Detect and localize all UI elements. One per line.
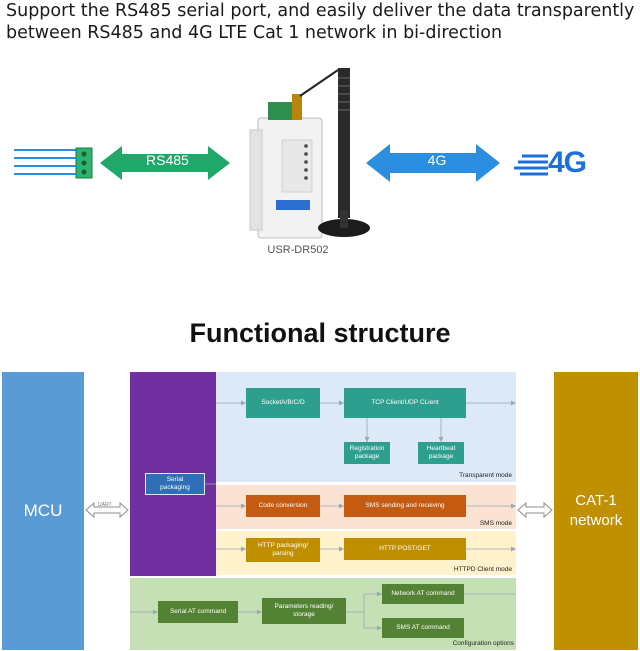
rs485-label: RS485: [146, 152, 189, 168]
httpd-mode-label: HTTPD Client mode: [453, 566, 512, 573]
rs485-arrow: [100, 146, 230, 180]
http-post-get-box: HTTP POST/GET: [344, 538, 466, 560]
4g-logo-icon: [514, 154, 548, 176]
registration-line-1: Registration: [349, 445, 385, 452]
http-packaging-line-2: parsing: [272, 550, 294, 557]
mcu-label: MCU: [23, 501, 63, 520]
heartbeat-package-box: Heartbeat package: [418, 442, 464, 464]
serial-packaging-line-1: Serial: [166, 476, 184, 483]
antenna-icon: [299, 68, 370, 237]
parameters-line-1: Parameters reading/: [274, 603, 334, 610]
heartbeat-line-2: package: [428, 453, 454, 460]
network-label-line-2: network: [569, 512, 623, 529]
4g-arrow: [366, 144, 500, 182]
uart-label: UART: [98, 502, 112, 508]
transparent-mode-label: Transparent mode: [459, 472, 512, 479]
network-label-line-1: CAT-1: [575, 492, 617, 509]
uart-arrow: [85, 501, 129, 519]
configuration-mode-label: Configuration options: [452, 640, 514, 647]
4g-arrow-label: 4G: [427, 152, 447, 168]
heartbeat-line-1: Heartbeat: [426, 445, 456, 452]
registration-line-2: package: [354, 453, 380, 460]
parameters-line-2: storage: [293, 611, 315, 618]
parameters-storage-box: Parameters reading/ storage: [262, 598, 346, 624]
http-packaging-line-1: HTTP packaging/: [257, 542, 309, 549]
http-packaging-box: HTTP packaging/ parsing: [246, 538, 320, 562]
mcu-block: MCU: [2, 372, 84, 650]
serial-at-command-box: Serial AT command: [158, 601, 238, 623]
sms-mode-label: SMS mode: [479, 520, 512, 527]
socket-box: SocketA/B/C/D: [246, 388, 320, 418]
device-caption: USR-DR502: [267, 244, 329, 256]
serial-packaging-line-2: packaging: [160, 484, 190, 491]
hero-illustration: [14, 68, 548, 239]
headline: Support the RS485 serial port, and easil…: [6, 0, 636, 44]
4g-logo-text: 4G: [548, 146, 587, 179]
headline-line-1: Support the RS485 serial port, and easil…: [6, 1, 635, 21]
network-at-command-box: Network AT command: [382, 584, 464, 604]
cat1-network-block: CAT-1 network: [554, 372, 638, 650]
code-conversion-box: Code conversion: [246, 495, 320, 517]
network-arrow: [517, 501, 553, 519]
wires-icon: [14, 147, 93, 179]
router-device-icon: [249, 94, 323, 239]
sms-at-command-box: SMS AT command: [382, 618, 464, 638]
headline-line-2: between RS485 and 4G LTE Cat 1 network i…: [6, 23, 503, 43]
registration-package-box: Registration package: [344, 442, 390, 464]
tcp-udp-client-box: TCP Client/UDP CLient: [344, 388, 466, 418]
diagram-title: Functional structure: [189, 318, 451, 348]
sms-sending-box: SMS sending and receiving: [344, 495, 466, 517]
serial-packaging-box: Serial packaging: [145, 473, 205, 495]
